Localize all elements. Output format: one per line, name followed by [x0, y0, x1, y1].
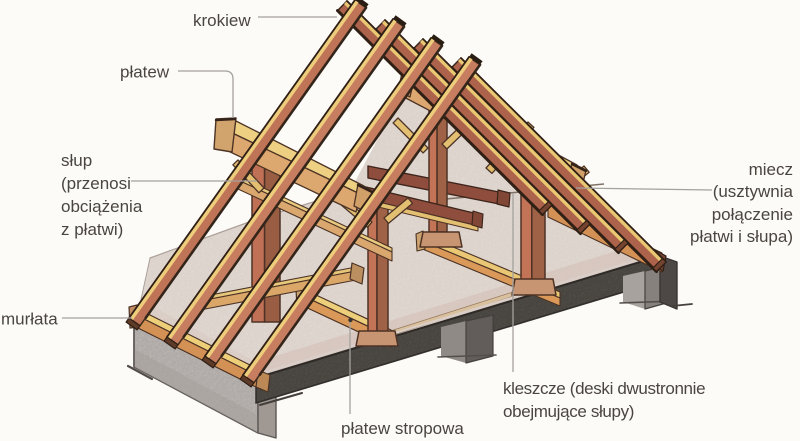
svg-text:kleszcze (deski dwustronnie: kleszcze (deski dwustronnie	[503, 379, 705, 398]
svg-text:krokiew: krokiew	[193, 11, 251, 30]
svg-text:obejmujące słupy): obejmujące słupy)	[503, 402, 634, 421]
svg-text:płatwi i słupa): płatwi i słupa)	[690, 227, 793, 246]
svg-text:słup: słup	[61, 151, 92, 170]
svg-text:z płatwi): z płatwi)	[61, 220, 123, 239]
svg-text:murłata: murłata	[1, 310, 58, 329]
svg-text:obciążenia: obciążenia	[61, 197, 143, 216]
svg-text:płatew: płatew	[120, 63, 170, 82]
svg-text:połączenie: połączenie	[712, 205, 793, 224]
svg-text:płatew stropowa: płatew stropowa	[341, 419, 464, 438]
svg-text:miecz: miecz	[749, 160, 793, 179]
svg-text:(usztywnia: (usztywnia	[713, 182, 794, 201]
svg-text:(przenosi: (przenosi	[61, 174, 131, 193]
